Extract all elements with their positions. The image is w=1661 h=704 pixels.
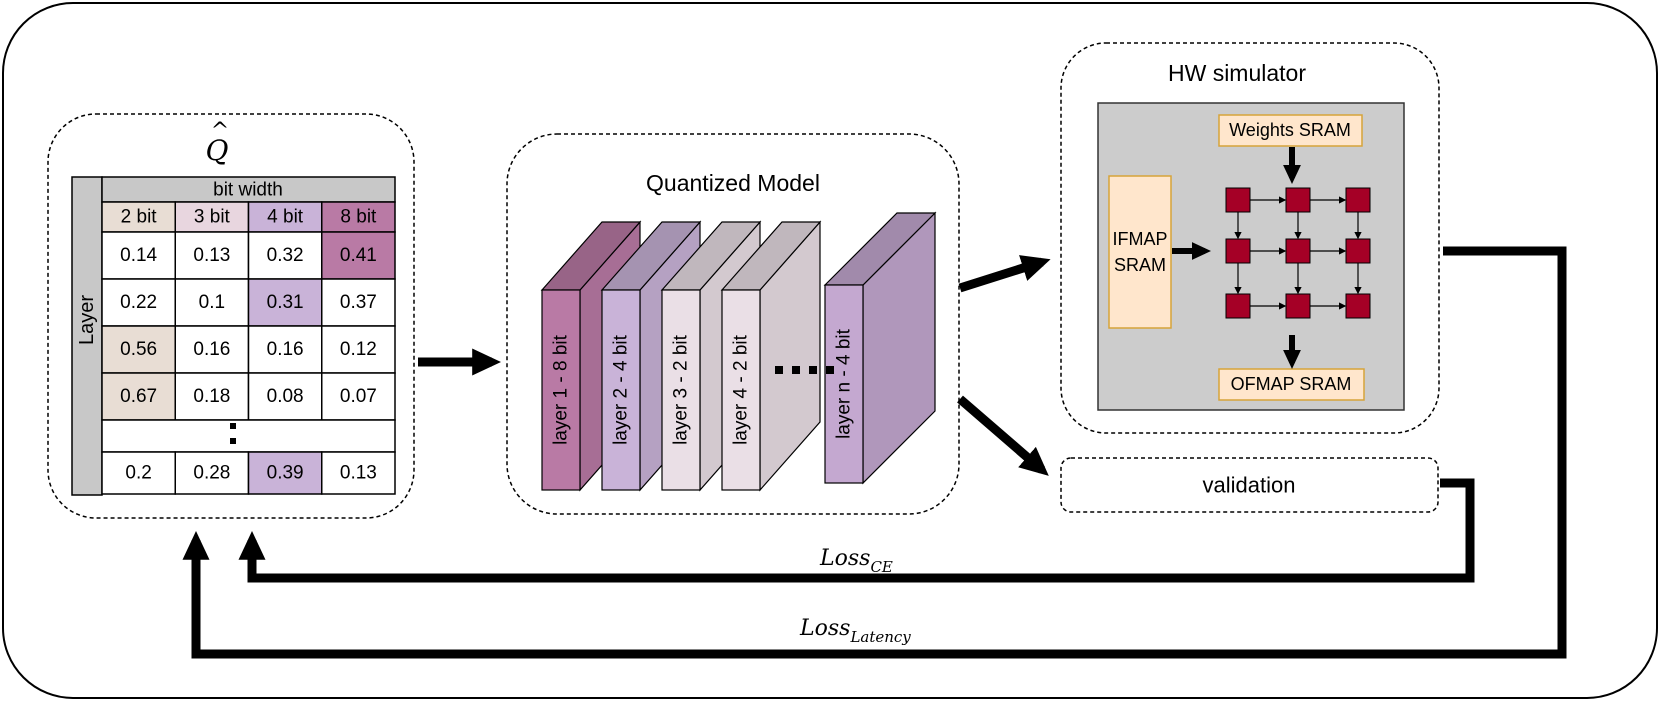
layer-block-4: layer 4 - 2 bit [720,220,822,492]
loss-latency-label: LossLatency [799,616,911,646]
table-cell [101,278,176,327]
table-cell-value: 0.18 [193,386,230,407]
layer-label: layer 1 - 8 bit [551,334,572,445]
layer-front-face [721,289,761,491]
q-hat-symbol: Q [206,134,229,167]
table-cell-value: 0.07 [340,386,377,407]
table-cell-value: 0.16 [193,339,230,360]
quantized-model-container [506,133,960,515]
pe-cell [1285,238,1311,264]
pe-cell [1345,187,1371,213]
ellipsis-dot [230,438,236,444]
column-header-label: 3 bit [194,207,231,228]
table-cell-value: 0.32 [267,245,304,266]
column-header-label: 8 bit [340,207,377,228]
table-cell [101,231,176,280]
table-cell-value: 0.12 [340,339,377,360]
arrow-model-to-hw [958,255,1051,293]
table-cell-value: 0.13 [340,463,377,484]
table-cell-value: 0.2 [125,463,151,484]
pe-cell [1345,293,1371,319]
loss-ce-label: LossCE [819,546,893,576]
weights-sram-label: Weights SRAM [1229,120,1351,140]
column-header-label: 4 bit [267,207,304,228]
table-cell-value: 0.16 [267,339,304,360]
table-cell [174,372,250,421]
ofmap-sram [1218,368,1365,401]
table-cell-value: 0.28 [193,463,230,484]
pe-cell [1285,187,1311,213]
layer-label: layer 4 - 2 bit [731,334,752,445]
table-cell [247,325,323,374]
layer-block-5: layer n - 4 bit [823,211,937,485]
hw-simulator-container [1060,42,1440,434]
layer-stack: layer 1 - 8 bit layer 2 - 4 bit layer 3 - … [540,211,937,492]
layer-axis-bar [71,176,103,496]
table-cell-value: 0.22 [120,292,157,313]
table-cell [247,231,323,280]
validation-label: validation [1203,473,1296,498]
layer-label: layer 2 - 4 bit [611,334,632,445]
hw-simulator-title: HW simulator [1168,60,1306,86]
table-cell-value: 0.39 [267,463,304,484]
layer-label: layer n - 4 bit [834,328,855,439]
table-cell [321,372,396,421]
pe-cell [1345,238,1371,264]
table-cell [247,372,323,421]
table-cell [321,325,396,374]
table-cell-value: 0.56 [120,339,157,360]
pe-cell [1225,238,1251,264]
layer-ellipsis [775,366,834,374]
table-cell [101,325,176,374]
loss-ce-path [238,478,1475,583]
table-cell [321,231,396,280]
validation-box [1060,457,1439,513]
table-row-ellipsis [101,419,396,453]
quantized-model-title: Quantized Model [646,170,820,196]
q-table-container [47,113,415,519]
loss-latency-path [182,246,1567,659]
layer-axis-label: Layer [76,295,98,345]
arrow-model-to-validation [957,395,1049,476]
bit-width-table: 2 bit 3 bit 4 bit 8 bit 0.14 0.13 0.32 0.41 0.22… [101,201,396,495]
table-cell [174,451,250,495]
ofmap-sram-label: OFMAP SRAM [1231,374,1352,394]
layer-front-face [601,289,641,491]
table-cell-value: 0.41 [340,245,377,266]
layer-front-face [661,289,701,491]
table-cell-value: 0.13 [193,245,230,266]
table-cell [321,451,396,495]
ellipsis-dot [230,423,236,429]
pe-cell [1225,187,1251,213]
layer-label: layer 3 - 2 bit [671,334,692,445]
table-cell [247,278,323,327]
column-header-2 [247,201,323,233]
bit-width-header-label: bit width [213,180,283,201]
ifmap-sram-line1: IFMAP [1112,229,1167,249]
table-cell-value: 0.37 [340,292,377,313]
table-cell-value: 0.08 [267,386,304,407]
pe-cell [1225,293,1251,319]
q-hat-accent: ^ [211,119,229,144]
table-cell [101,372,176,421]
table-cell-value: 0.67 [120,386,157,407]
ifmap-sram [1108,175,1172,329]
layer-front-face [541,289,581,491]
pe-cell [1285,293,1311,319]
table-cell-value: 0.1 [199,292,225,313]
table-cell [174,325,250,374]
table-cell-value: 0.31 [267,292,304,313]
pe-array [1225,187,1371,319]
column-header-label: 2 bit [121,207,158,228]
ifmap-sram-line2: SRAM [1114,255,1166,275]
table-cell-value: 0.14 [120,245,157,266]
weights-sram [1218,114,1363,147]
layer-front-face [824,284,864,484]
